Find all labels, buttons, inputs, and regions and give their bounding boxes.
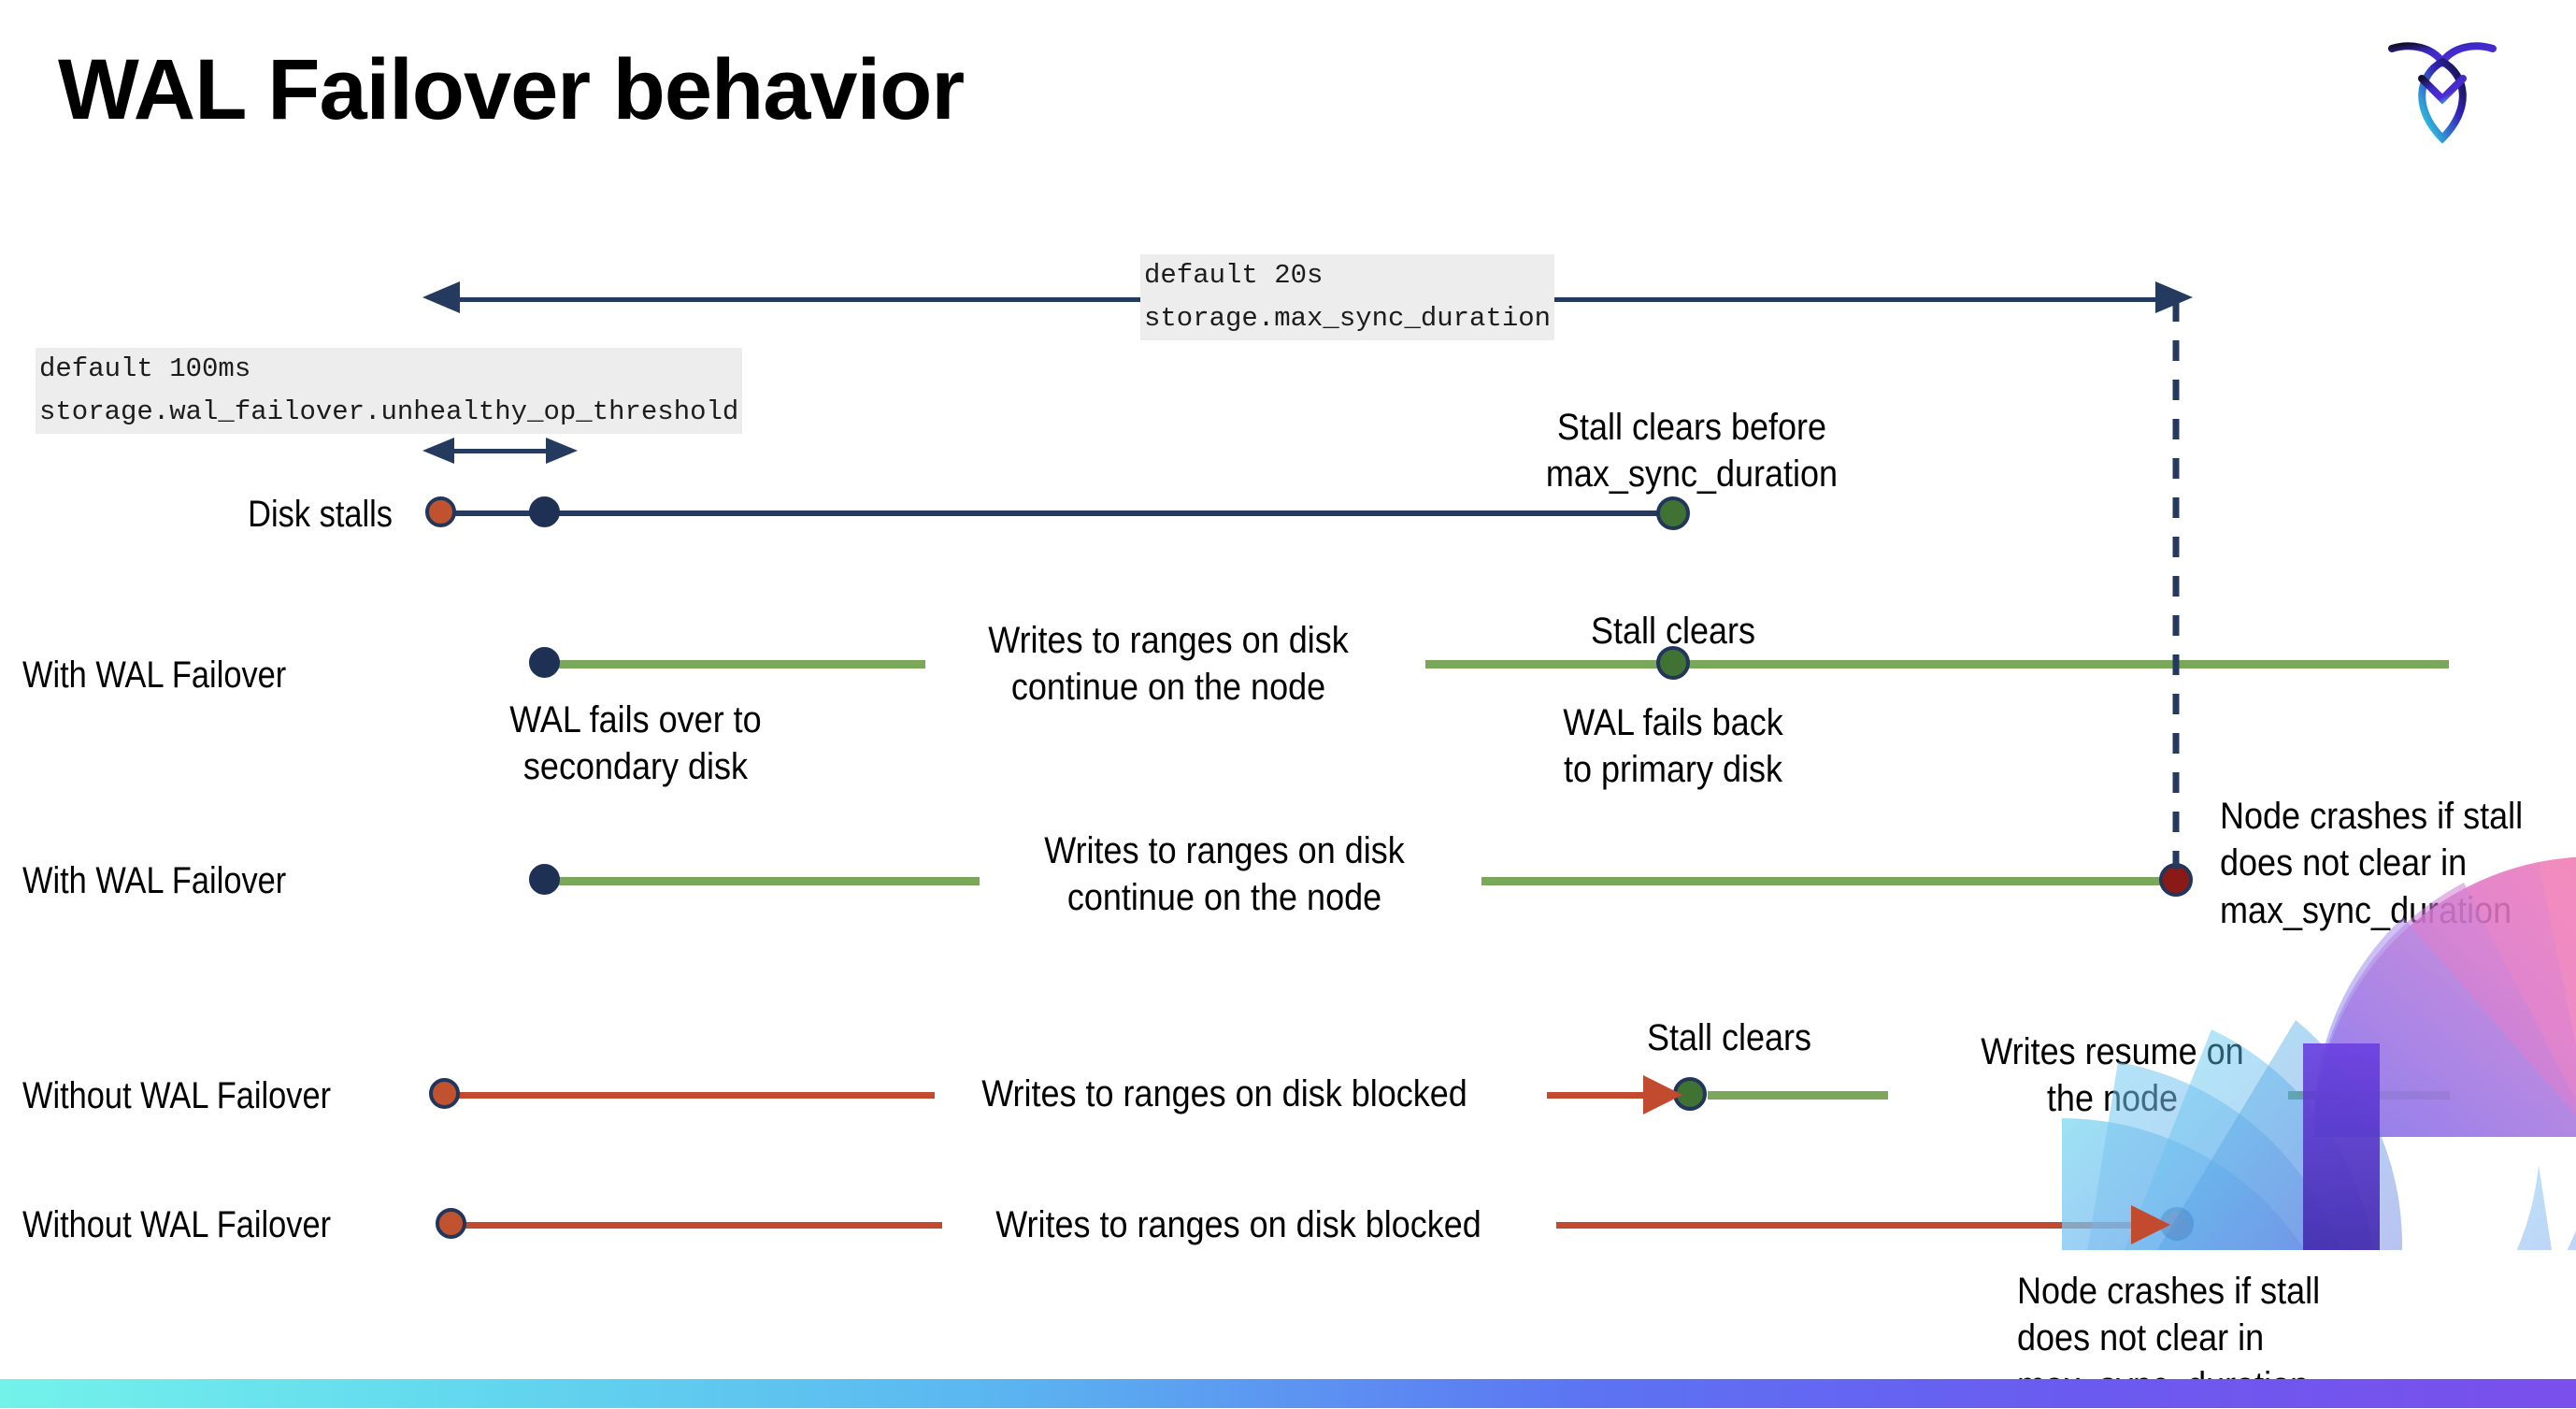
unhealthy-op-threshold-note-line1: default 100ms [36, 348, 743, 392]
disk-stalls-clear-note: Stall clears before max_sync_duration [1545, 407, 1839, 496]
with-wal-failover-clears-start-note: WAL fails over to secondary disk [509, 699, 762, 788]
with-wal-failover-crash-mid-note: Writes to ranges on disk continue on the… [1044, 830, 1405, 919]
with-wal-failover-crash-start-dot [529, 864, 560, 895]
page-title: WAL Failover behavior [58, 42, 965, 137]
with-wal-failover-crash-segment-right [1481, 877, 2178, 885]
disk-stalls-start-dot [425, 496, 456, 527]
with-wal-failover-crash-crash-note: Node crashes if stall does not clear in … [2220, 796, 2524, 931]
disk-stalls-failover-dot [529, 496, 560, 527]
unhealthy-op-threshold-note: default 100ms storage.wal_failover.unhea… [36, 348, 743, 435]
cockroachdb-logo-icon [2386, 28, 2498, 150]
without-wal-failover-crash-mid-note: Writes to ranges on disk blocked [995, 1204, 1481, 1245]
with-wal-failover-clears-clear-dot [1656, 646, 1690, 680]
row-label-without-wal-failover-clears: Without WAL Failover [22, 1075, 332, 1116]
with-wal-failover-crash-segment-left [542, 877, 980, 885]
without-wal-failover-clears-segment-left [458, 1092, 935, 1099]
row-label-without-wal-failover-crash: Without WAL Failover [22, 1204, 332, 1245]
with-wal-failover-clears-start-dot [529, 647, 560, 678]
with-wal-failover-clears-back-note: WAL fails back to primary disk [1563, 702, 1783, 791]
row-label-with-wal-failover-crash: With WAL Failover [22, 860, 287, 901]
without-wal-failover-clears-clear-dot [1673, 1077, 1707, 1111]
max-sync-duration-note: default 20s storage.max_sync_duration [1140, 254, 1555, 341]
disk-stalls-timeline [439, 510, 1673, 516]
row-label-disk-stalls: Disk stalls [248, 494, 393, 535]
unhealthy-op-threshold-note-line2: storage.wal_failover.unhealthy_op_thresh… [36, 391, 743, 435]
with-wal-failover-clears-mid-note: Writes to ranges on disk continue on the… [988, 620, 1349, 709]
without-wal-failover-clears-mid-note: Writes to ranges on disk blocked [981, 1073, 1467, 1114]
without-wal-failover-crash-segment-right [1556, 1222, 2154, 1229]
without-wal-failover-clears-segment-arrow [1547, 1092, 1664, 1099]
disk-stalls-clear-dot [1656, 496, 1690, 530]
max-sync-duration-note-line2: storage.max_sync_duration [1140, 297, 1555, 341]
with-wal-failover-clears-segment-left [542, 660, 925, 669]
without-wal-failover-clears-segment-green [1708, 1091, 1888, 1100]
with-wal-failover-clears-segment-right [1425, 660, 2449, 669]
bottom-gradient-bar [0, 1379, 2576, 1408]
without-wal-failover-crash-segment-left [465, 1222, 942, 1229]
unhealthy-op-threshold-span-line [437, 449, 563, 453]
without-wal-failover-crash-start-dot [436, 1208, 466, 1239]
without-wal-failover-clears-clear-note: Stall clears [1646, 1017, 1812, 1058]
max-sync-duration-note-line1: default 20s [1140, 254, 1555, 298]
with-wal-failover-clears-clear-note: Stall clears [1590, 611, 1756, 652]
row-label-with-wal-failover-clears: With WAL Failover [22, 654, 287, 696]
without-wal-failover-clears-start-dot [429, 1078, 460, 1109]
